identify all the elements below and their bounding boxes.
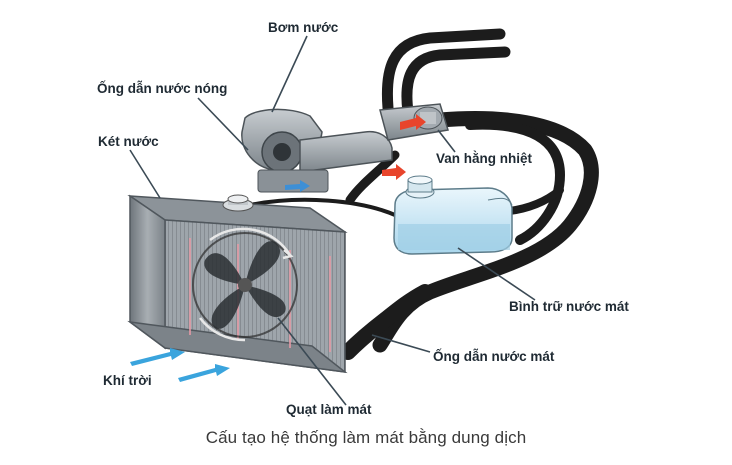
label-ambient-air: Khí trời <box>103 373 152 388</box>
cooling-system-diagram: Bơm nước Ống dẫn nước nóng Két nước Van … <box>97 20 629 417</box>
cool-flow-arrows <box>285 180 310 192</box>
leader-radiator <box>129 149 161 199</box>
air-arrow-2 <box>178 364 230 382</box>
label-thermostat: Van hằng nhiệt <box>436 151 533 166</box>
figure-caption: Cấu tạo hệ thống làm mát bằng dung dịch <box>205 428 527 447</box>
heater-return-hose <box>465 119 565 245</box>
label-reservoir: Bình trữ nước mát <box>509 299 629 314</box>
leader-pump <box>271 35 308 113</box>
leader-fan <box>277 317 347 406</box>
hot-flow-arrows <box>382 114 426 180</box>
heater-hose-upper <box>381 28 506 114</box>
radiator-bottom-tank <box>127 320 348 374</box>
label-radiator: Két nước <box>98 134 159 149</box>
hot-arrow-bypass <box>382 164 406 180</box>
leader-thermostat <box>437 129 456 153</box>
label-cool-water-pipe: Ống dẫn nước mát <box>433 349 555 364</box>
coolant-reservoir <box>393 175 513 255</box>
cooling-fan <box>192 227 298 342</box>
label-hot-water-pipe: Ống dẫn nước nóng <box>97 81 227 96</box>
water-pump <box>241 108 393 193</box>
cool-arrow-pump <box>285 180 310 192</box>
leader-cool-pipe <box>371 334 431 353</box>
leader-hot-pipe <box>197 97 249 151</box>
overflow-tube <box>248 197 397 217</box>
heater-hose-lower <box>401 46 511 118</box>
hot-arrow-thermostat <box>400 114 426 130</box>
leader-lines <box>129 35 536 406</box>
lower-radiator-hose <box>340 284 433 360</box>
label-cooling-fan: Quạt làm mát <box>286 402 372 417</box>
air-flow-arrows <box>130 348 230 382</box>
leader-reservoir <box>457 247 536 301</box>
label-water-pump: Bơm nước <box>268 20 339 35</box>
air-arrow-1 <box>130 348 185 366</box>
